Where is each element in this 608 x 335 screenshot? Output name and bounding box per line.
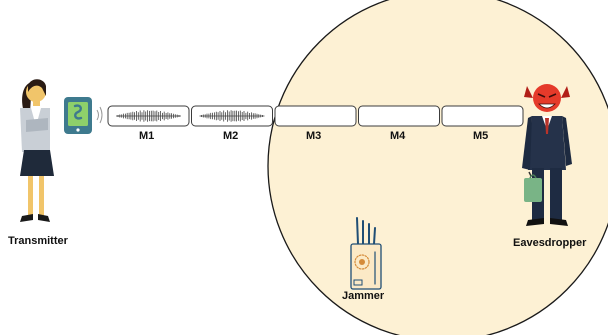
- signal-jammer-icon: [350, 217, 382, 290]
- signal-waves-icon: [96, 106, 103, 124]
- message-label: M3: [306, 130, 322, 142]
- message-box: [358, 105, 440, 127]
- message-label: M2: [223, 130, 239, 142]
- transmitter-label: Transmitter: [8, 235, 68, 247]
- smartphone-icon: [64, 97, 92, 134]
- message-label: M4: [390, 130, 406, 142]
- waveform-icon: [116, 110, 181, 122]
- message-box: [441, 105, 524, 127]
- waveform-icon: [199, 110, 265, 122]
- message-box: [274, 105, 357, 127]
- eavesdropper-label: Eavesdropper: [513, 237, 587, 249]
- jammer-label: Jammer: [342, 290, 385, 302]
- message-label: M5: [473, 130, 489, 142]
- eavesdropper-devil-icon: [522, 84, 572, 226]
- message-label: M1: [139, 130, 155, 142]
- transmitter-woman-icon: [20, 79, 54, 222]
